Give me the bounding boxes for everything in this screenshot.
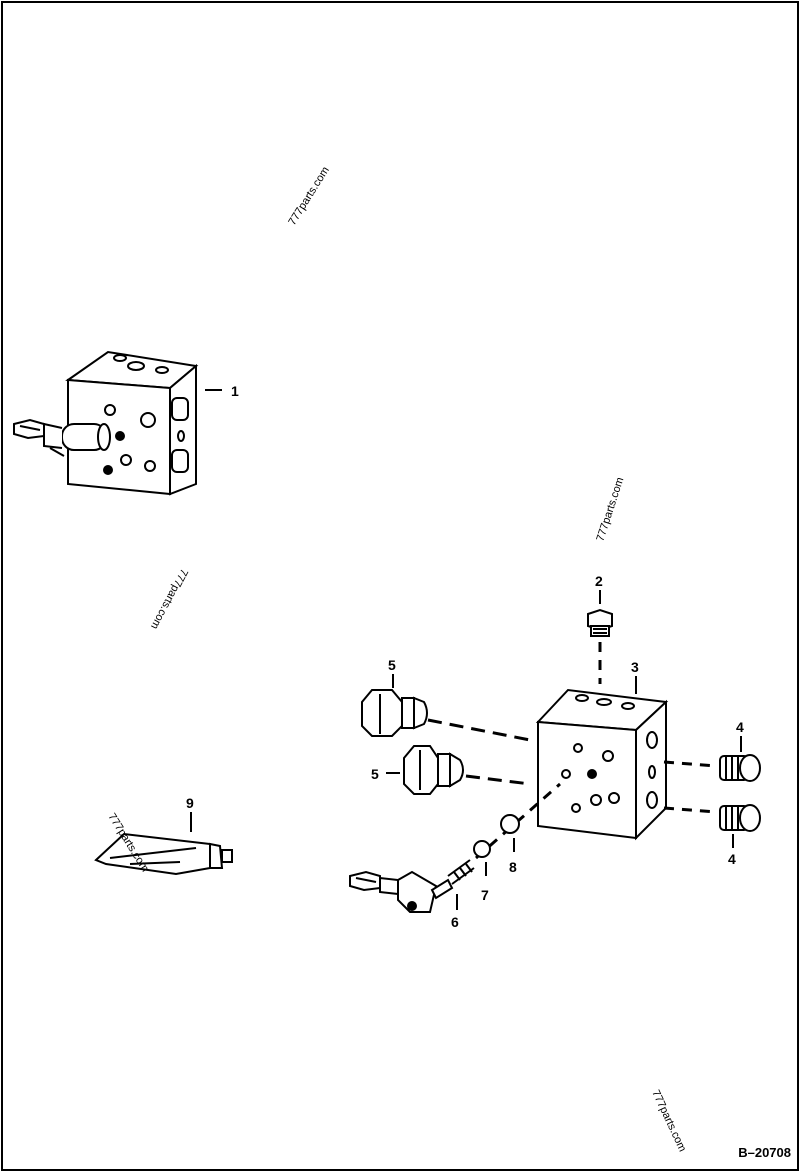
- figure-reference: B–20708: [738, 1145, 791, 1160]
- watermark-text: 777parts.com: [286, 165, 331, 228]
- solenoid-part-6[interactable]: [349, 859, 475, 913]
- callout-1: 1: [231, 383, 239, 399]
- watermark-text: 777parts.com: [148, 567, 190, 631]
- watermark-text: 777parts.com: [594, 476, 626, 543]
- callout-7: 7: [481, 887, 489, 903]
- callout-9: 9: [186, 795, 194, 811]
- plug-part-2[interactable]: [587, 608, 613, 637]
- dash-line-5-lower: [465, 774, 531, 786]
- dash-line-5-upper: [427, 718, 531, 742]
- o-ring-part-8[interactable]: [500, 814, 520, 834]
- dash-line-4-lower: [663, 806, 717, 814]
- callout-8: 8: [509, 859, 517, 875]
- fitting-part-4-lower[interactable]: [719, 804, 761, 832]
- sealant-tube-part-9[interactable]: [94, 832, 233, 876]
- callout-6: 6: [451, 914, 459, 930]
- callout-4-lower: 4: [728, 851, 736, 867]
- callout-4-upper: 4: [736, 719, 744, 735]
- fitting-part-4-upper[interactable]: [719, 754, 761, 782]
- plug-part-5-upper[interactable]: [361, 689, 428, 737]
- valve-body-part-3[interactable]: [535, 688, 669, 841]
- plug-part-5-lower[interactable]: [403, 745, 464, 795]
- callout-3: 3: [631, 659, 639, 675]
- callout-5-upper: 5: [388, 657, 396, 673]
- o-ring-part-7[interactable]: [473, 840, 491, 858]
- valve-assembly-part-1[interactable]: [13, 350, 199, 496]
- callout-5-lower: 5: [371, 766, 379, 782]
- callout-2: 2: [595, 573, 603, 589]
- watermark-text: 777parts.com: [649, 1088, 688, 1153]
- dash-line-4-upper: [663, 760, 717, 768]
